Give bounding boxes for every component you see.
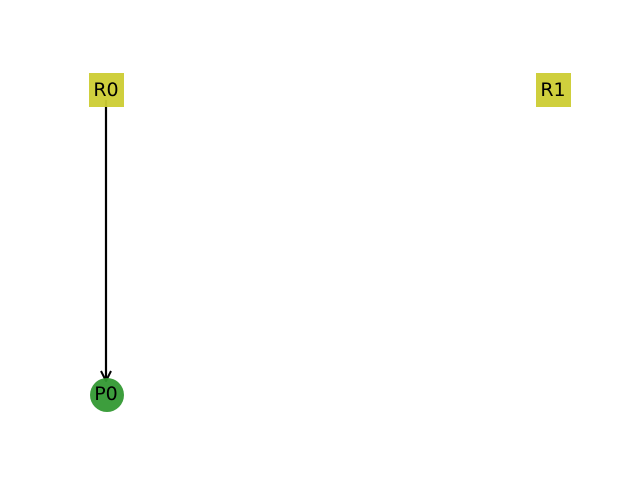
node-r0-label: R0	[93, 79, 118, 101]
node-r0-square	[89, 73, 124, 107]
node-p0-circle	[90, 378, 124, 412]
node-p0: P0	[90, 378, 124, 412]
node-p0-label: P0	[94, 383, 118, 405]
node-r1-square	[536, 73, 571, 107]
node-r1-label: R1	[540, 79, 565, 101]
node-r1: R1	[536, 73, 571, 107]
node-r0: R0	[89, 73, 124, 107]
